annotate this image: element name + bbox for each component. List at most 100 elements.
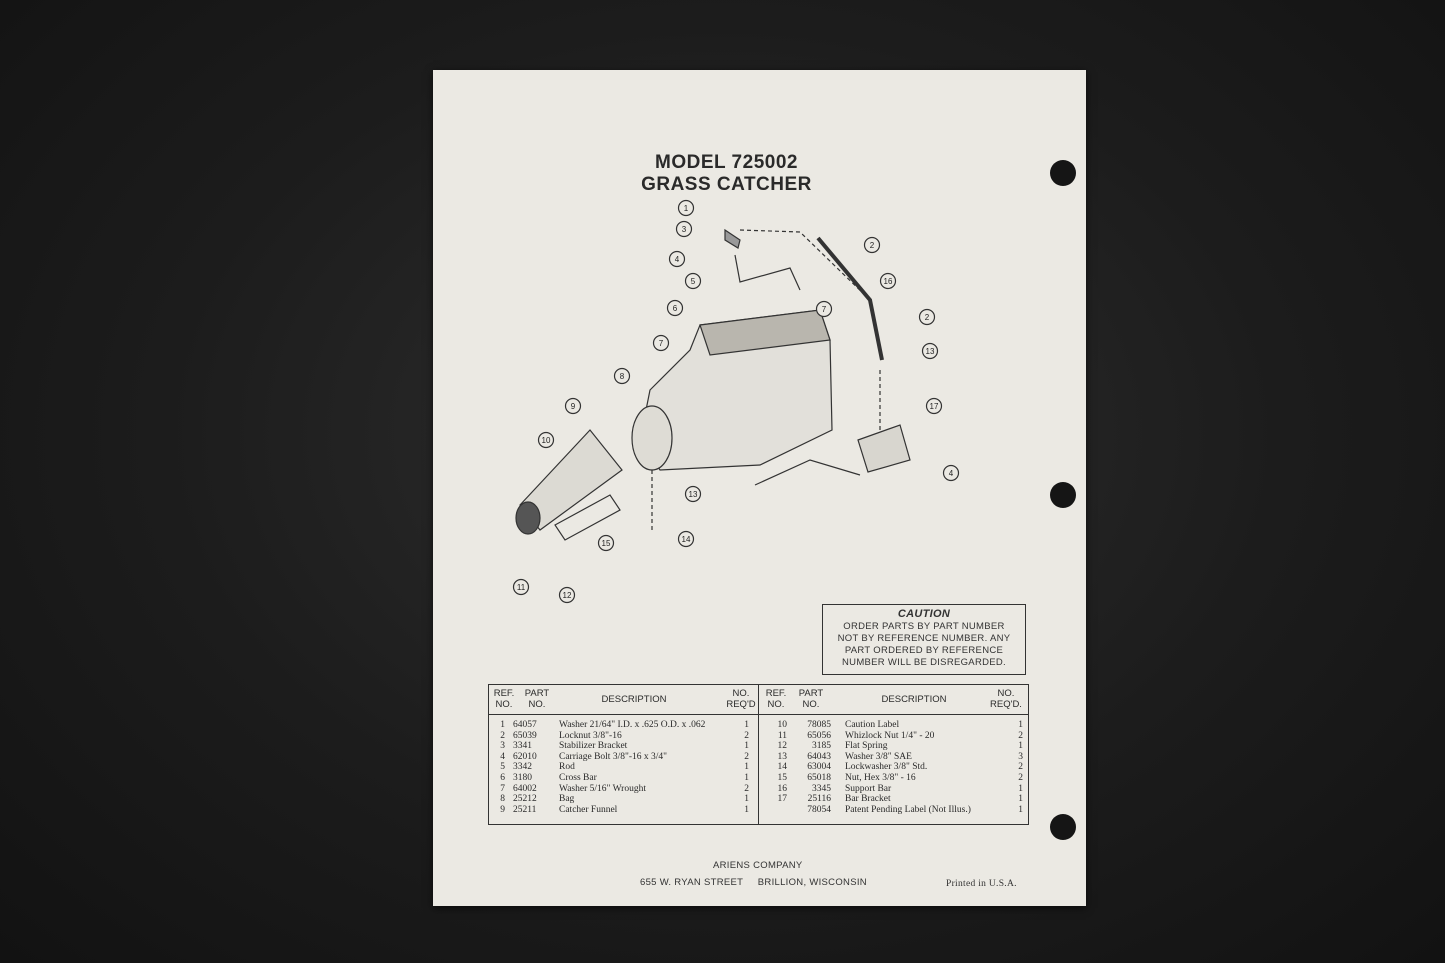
parts-table: REF. NO. PART NO. DESCRIPTION NO. REQ'D … xyxy=(488,684,1029,825)
callout-6: 6 xyxy=(666,299,684,317)
callout-5: 5 xyxy=(684,272,702,290)
cell-req: 2 xyxy=(744,751,749,762)
callout-number: 10 xyxy=(542,436,551,445)
cell-req: 1 xyxy=(744,804,749,815)
cell-req: 1 xyxy=(1018,783,1023,794)
cell-req: 2 xyxy=(1018,730,1023,741)
diagram-drawing xyxy=(515,228,911,541)
callout-7: 7 xyxy=(652,334,670,352)
cell-ref: 16 xyxy=(777,783,788,794)
cell-req: 1 xyxy=(1018,741,1023,752)
cell-desc: Washer 3/8" SAE xyxy=(845,751,912,762)
callout-number: 4 xyxy=(675,255,680,264)
cell-part: 65018 xyxy=(807,772,831,783)
parts-table-left: REF. NO. PART NO. DESCRIPTION NO. REQ'D … xyxy=(489,685,758,824)
callout-number: 13 xyxy=(689,490,698,499)
cell-part: 64057 xyxy=(513,720,537,730)
cell-ref: 9 xyxy=(500,804,505,815)
cell-desc: Patent Pending Label (Not Illus.) xyxy=(845,804,971,815)
cell-part: 65056 xyxy=(807,730,831,741)
cell-part: 3185 xyxy=(812,741,831,752)
cell-desc: Bag xyxy=(559,794,575,805)
cell-part: 3180 xyxy=(513,772,532,783)
cell-desc: Washer 21/64" I.D. x .625 O.D. x .062 xyxy=(559,720,706,730)
cell-desc: Catcher Funnel xyxy=(559,804,618,815)
cell-req: 2 xyxy=(1018,762,1023,773)
cell-ref: 15 xyxy=(777,772,788,783)
cell-part: 65039 xyxy=(513,730,537,741)
cell-req: 1 xyxy=(1018,720,1023,730)
cell-desc: Carriage Bolt 3/8"-16 x 3/4" xyxy=(559,751,668,762)
callout-7: 7 xyxy=(815,300,833,318)
callout-16: 16 xyxy=(879,272,897,290)
cell-desc: Whizlock Nut 1/4" - 20 xyxy=(845,730,935,741)
callout-number: 16 xyxy=(884,277,893,286)
cell-req: 2 xyxy=(744,783,749,794)
cell-part: 3345 xyxy=(812,783,831,794)
cell-ref: 12 xyxy=(777,741,788,752)
cell-req: 1 xyxy=(744,741,749,752)
callout-8: 8 xyxy=(613,367,631,385)
cell-req: 3 xyxy=(1018,751,1023,762)
cell-ref: 1 xyxy=(500,720,505,730)
cell-ref: 4 xyxy=(500,751,505,762)
callout-4: 4 xyxy=(942,464,960,482)
callout-2: 2 xyxy=(918,308,936,326)
cell-desc: Stabilizer Bracket xyxy=(559,741,628,752)
page-title: MODEL 725002 GRASS CATCHER xyxy=(641,152,812,195)
cell-part: 64002 xyxy=(513,783,537,794)
callout-number: 9 xyxy=(571,402,576,411)
cell-ref: 8 xyxy=(500,794,505,805)
callout-9: 9 xyxy=(564,397,582,415)
callout-15: 15 xyxy=(597,534,615,552)
callout-14: 14 xyxy=(677,530,695,548)
cell-desc: Bar Bracket xyxy=(845,794,891,805)
callout-number: 4 xyxy=(949,469,954,478)
caution-box: CAUTION ORDER PARTS BY PART NUMBER NOT B… xyxy=(822,604,1026,675)
cell-part: 25212 xyxy=(513,794,537,805)
callout-11: 11 xyxy=(512,578,530,596)
table-row: 12 3185 Flat Spring 1 xyxy=(759,741,1028,752)
company-address: 655 W. RYAN STREET BRILLION, WISCONSIN xyxy=(640,877,867,888)
callout-3: 3 xyxy=(675,220,693,238)
cell-part: 3341 xyxy=(513,741,532,752)
callout-12: 12 xyxy=(558,586,576,604)
cell-ref: 17 xyxy=(777,794,788,805)
callout-number: 12 xyxy=(563,591,572,600)
cell-req: 2 xyxy=(1018,772,1023,783)
cell-req: 1 xyxy=(744,794,749,805)
cell-ref: 2 xyxy=(500,730,505,741)
cell-req: 1 xyxy=(1018,804,1023,815)
cell-desc: Lockwasher 3/8" Std. xyxy=(845,762,928,773)
callout-number: 8 xyxy=(620,372,625,381)
cell-req: 2 xyxy=(744,730,749,741)
table-row: 1 64057 Washer 21/64" I.D. x .625 O.D. x .… xyxy=(489,720,758,731)
cell-part: 78085 xyxy=(807,720,831,730)
callout-number: 2 xyxy=(925,313,930,322)
callout-number: 7 xyxy=(822,305,827,314)
callout-number: 17 xyxy=(930,402,939,411)
cell-desc: Flat Spring xyxy=(845,741,888,752)
callout-number: 11 xyxy=(517,583,526,592)
callout-number: 15 xyxy=(602,539,611,548)
callout-13: 13 xyxy=(684,485,702,503)
cell-ref: 5 xyxy=(500,762,505,773)
punch-hole xyxy=(1050,482,1076,508)
cell-part: 3342 xyxy=(513,762,532,773)
callout-number: 3 xyxy=(682,225,687,234)
cell-ref: 13 xyxy=(777,751,788,762)
